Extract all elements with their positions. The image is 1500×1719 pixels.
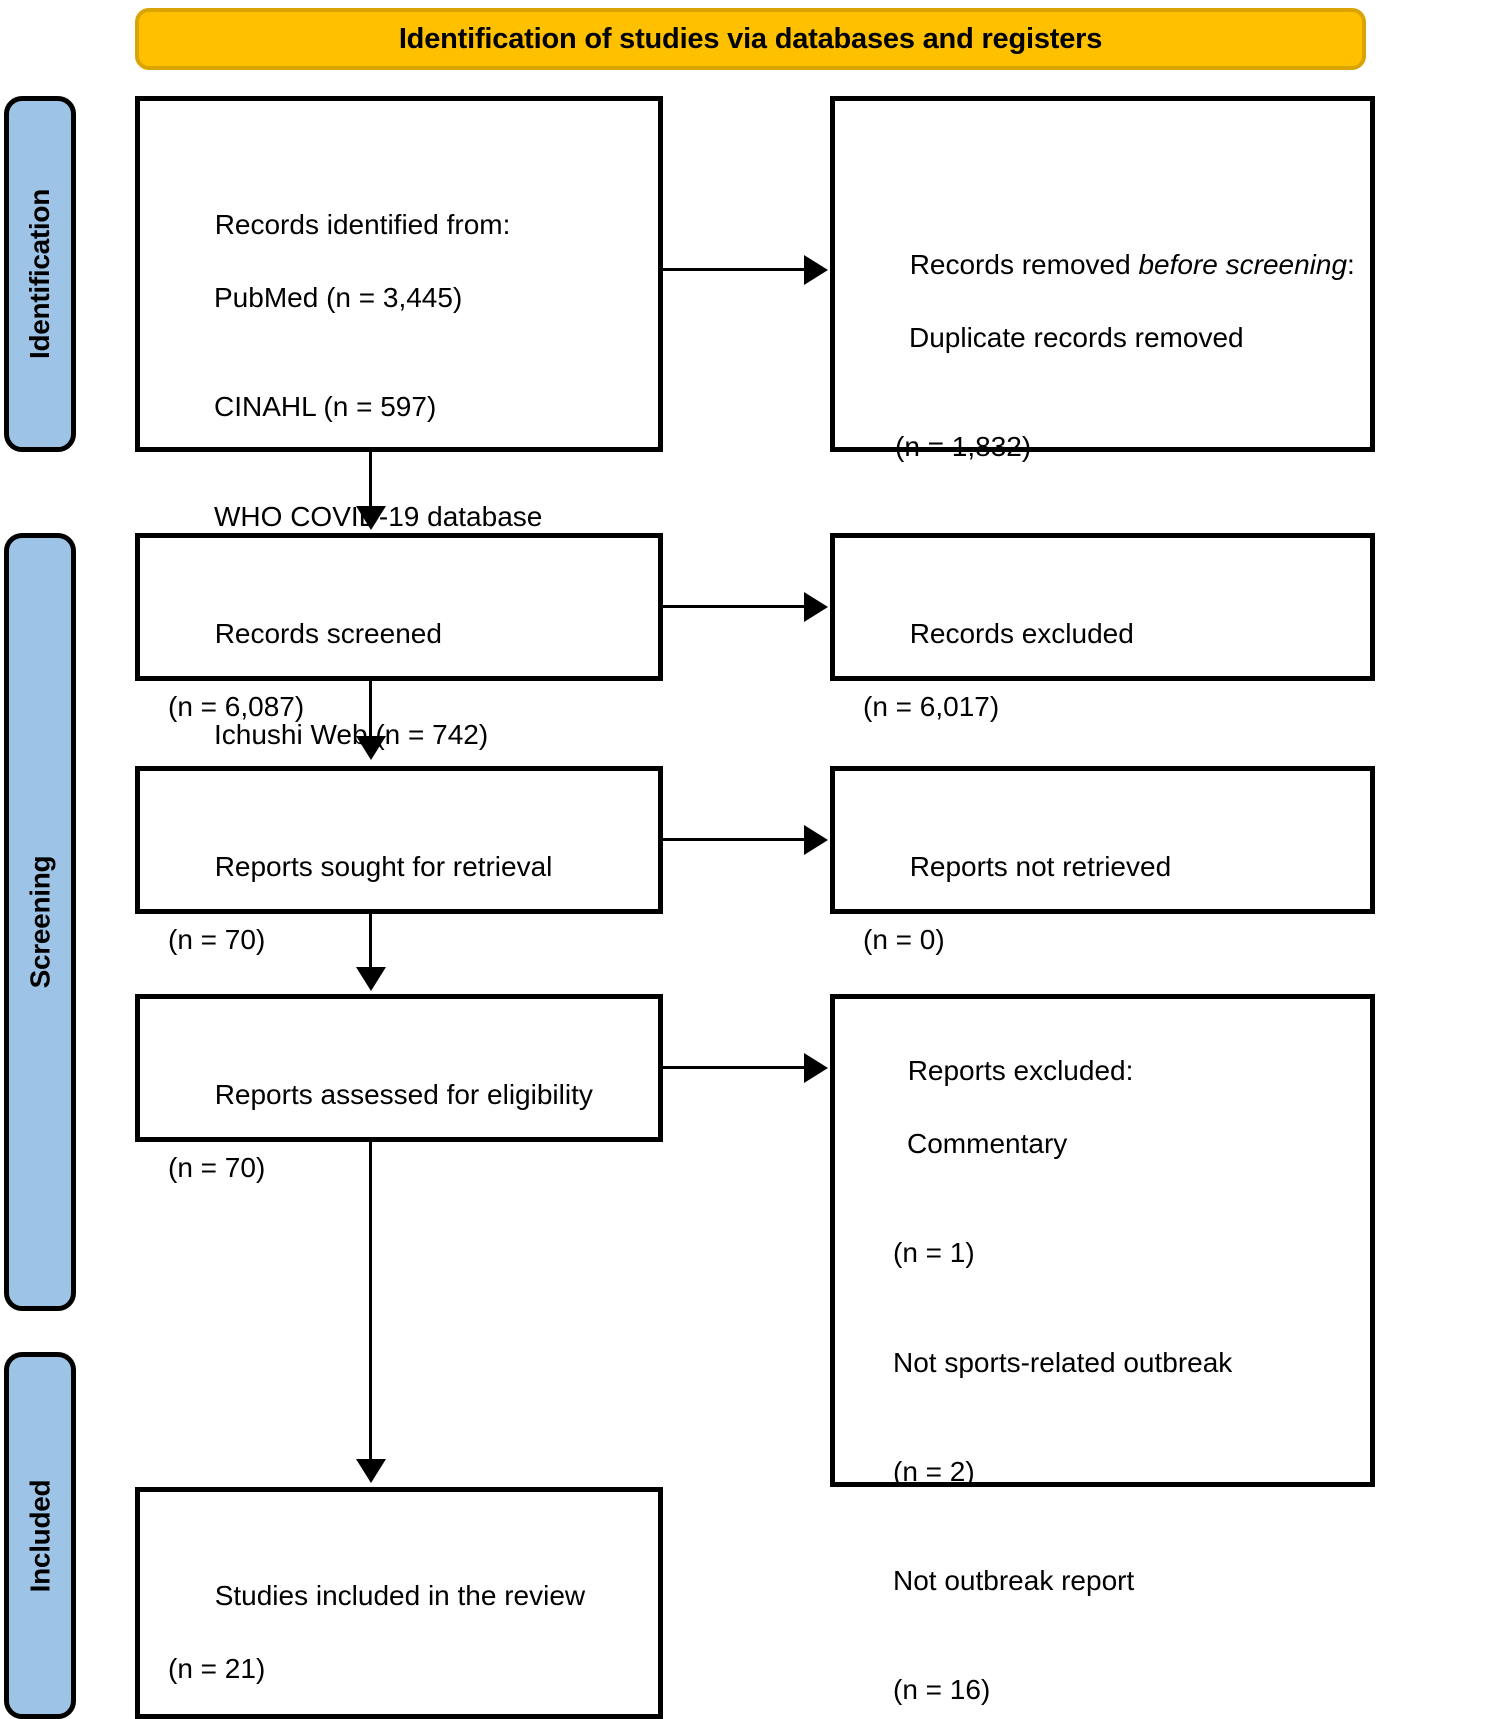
connector-assessed-to-included-line bbox=[369, 1142, 372, 1462]
connector-sought-to-notretrieved-arrowhead-icon bbox=[804, 825, 828, 855]
records-excluded-line1: Records excluded bbox=[909, 618, 1134, 650]
box-records-excluded: Records excluded (n = 6,017) bbox=[830, 533, 1375, 722]
reports-sought-line2: (n = 70) bbox=[168, 924, 266, 956]
records-removed-heading-post: : bbox=[1347, 249, 1355, 281]
box-records-removed: Records removed before screening: Duplic… bbox=[830, 96, 1375, 462]
reports-excluded-item-4: Not outbreak report bbox=[893, 1564, 1135, 1596]
reports-excluded-heading: Reports excluded: bbox=[907, 1055, 1134, 1087]
connector-sought-to-assessed-line bbox=[369, 914, 372, 970]
connector-screened-to-excluded-line bbox=[663, 605, 808, 608]
diagram-title-banner: Identification of studies via databases … bbox=[135, 8, 1366, 70]
records-removed-heading-pre: Records removed bbox=[909, 249, 1139, 281]
reports-excluded-item-3: (n = 2) bbox=[893, 1455, 975, 1487]
diagram-title: Identification of studies via databases … bbox=[398, 22, 1103, 55]
reports-assessed-line1: Reports assessed for eligibility bbox=[214, 1079, 593, 1111]
box-reports-assessed: Reports assessed for eligibility (n = 70… bbox=[135, 994, 663, 1183]
records-removed-item-1: (n = 1,832) bbox=[895, 431, 1032, 463]
box-studies-included-text: Studies included in the review (n = 21) bbox=[168, 1542, 648, 1719]
box-records-excluded-text: Records excluded (n = 6,017) bbox=[863, 580, 1360, 798]
reports-excluded-item-1: (n = 1) bbox=[893, 1237, 975, 1269]
stage-label-screening: Screening bbox=[4, 533, 76, 1311]
connector-screened-to-sought-line bbox=[369, 681, 372, 739]
box-reports-assessed-text: Reports assessed for eligibility (n = 70… bbox=[168, 1041, 648, 1259]
records-removed-item-0: Duplicate records removed bbox=[909, 322, 1244, 354]
box-reports-excluded-text: Reports excluded: Commentary (n = 1) Not… bbox=[861, 1017, 1360, 1719]
connector-identified-to-removed-line bbox=[663, 268, 808, 271]
studies-included-line1: Studies included in the review bbox=[214, 1580, 586, 1612]
records-screened-line2: (n = 6,087) bbox=[168, 691, 305, 723]
connector-screened-to-sought-arrowhead-icon bbox=[356, 736, 386, 760]
records-identified-heading: Records identified from: bbox=[214, 209, 511, 241]
records-identified-item-2: WHO COVID-19 database bbox=[214, 500, 543, 532]
reports-excluded-item-5: (n = 16) bbox=[893, 1674, 991, 1706]
box-reports-excluded: Reports excluded: Commentary (n = 1) Not… bbox=[830, 994, 1375, 1705]
box-records-screened-text: Records screened (n = 6,087) bbox=[168, 580, 648, 798]
reports-not-retrieved-line2: (n = 0) bbox=[863, 924, 945, 956]
box-reports-not-retrieved: Reports not retrieved (n = 0) bbox=[830, 766, 1375, 955]
records-excluded-line2: (n = 6,017) bbox=[863, 691, 1000, 723]
records-screened-line1: Records screened bbox=[214, 618, 442, 650]
records-removed-heading-emphasis: before screening bbox=[1138, 249, 1348, 281]
studies-included-line2: (n = 21) bbox=[168, 1653, 266, 1685]
reports-assessed-line2: (n = 70) bbox=[168, 1152, 266, 1184]
connector-sought-to-assessed-arrowhead-icon bbox=[356, 967, 386, 991]
connector-assessed-to-reportsexcluded-arrowhead-icon bbox=[804, 1053, 828, 1083]
reports-sought-line1: Reports sought for retrieval bbox=[214, 851, 553, 883]
connector-identified-to-screened-line bbox=[369, 452, 372, 512]
stage-label-identification: Identification bbox=[4, 96, 76, 452]
stage-label-identification-text: Identification bbox=[24, 188, 55, 360]
box-records-screened: Records screened (n = 6,087) bbox=[135, 533, 663, 722]
connector-assessed-to-included-arrowhead-icon bbox=[356, 1459, 386, 1483]
reports-excluded-item-2: Not sports-related outbreak bbox=[893, 1346, 1233, 1378]
stage-label-screening-text: Screening bbox=[24, 855, 55, 989]
records-identified-item-4: Ichushi Web (n = 742) bbox=[214, 718, 489, 750]
connector-assessed-to-reportsexcluded-line bbox=[663, 1066, 808, 1069]
connector-sought-to-notretrieved-line bbox=[663, 838, 808, 841]
reports-excluded-item-0: Commentary bbox=[907, 1128, 1068, 1160]
box-reports-not-retrieved-text: Reports not retrieved (n = 0) bbox=[863, 813, 1360, 1031]
records-identified-item-0: PubMed (n = 3,445) bbox=[214, 282, 463, 314]
connector-identified-to-removed-arrowhead-icon bbox=[804, 255, 828, 285]
records-identified-item-1: CINAHL (n = 597) bbox=[214, 391, 437, 423]
connector-screened-to-excluded-arrowhead-icon bbox=[804, 592, 828, 622]
box-reports-sought: Reports sought for retrieval (n = 70) bbox=[135, 766, 663, 955]
box-records-identified: Records identified from: PubMed (n = 3,4… bbox=[135, 96, 663, 750]
box-records-removed-text: Records removed before screening: Duplic… bbox=[863, 211, 1360, 539]
box-studies-included: Studies included in the review (n = 21) bbox=[135, 1487, 663, 1719]
stage-label-included-text: Included bbox=[24, 1479, 55, 1592]
stage-label-included: Included bbox=[4, 1352, 76, 1719]
records-removed-heading: Records removed before screening: bbox=[910, 249, 1355, 280]
reports-not-retrieved-line1: Reports not retrieved bbox=[909, 851, 1172, 883]
box-reports-sought-text: Reports sought for retrieval (n = 70) bbox=[168, 813, 648, 1031]
connector-identified-to-screened-arrowhead-icon bbox=[356, 506, 386, 530]
